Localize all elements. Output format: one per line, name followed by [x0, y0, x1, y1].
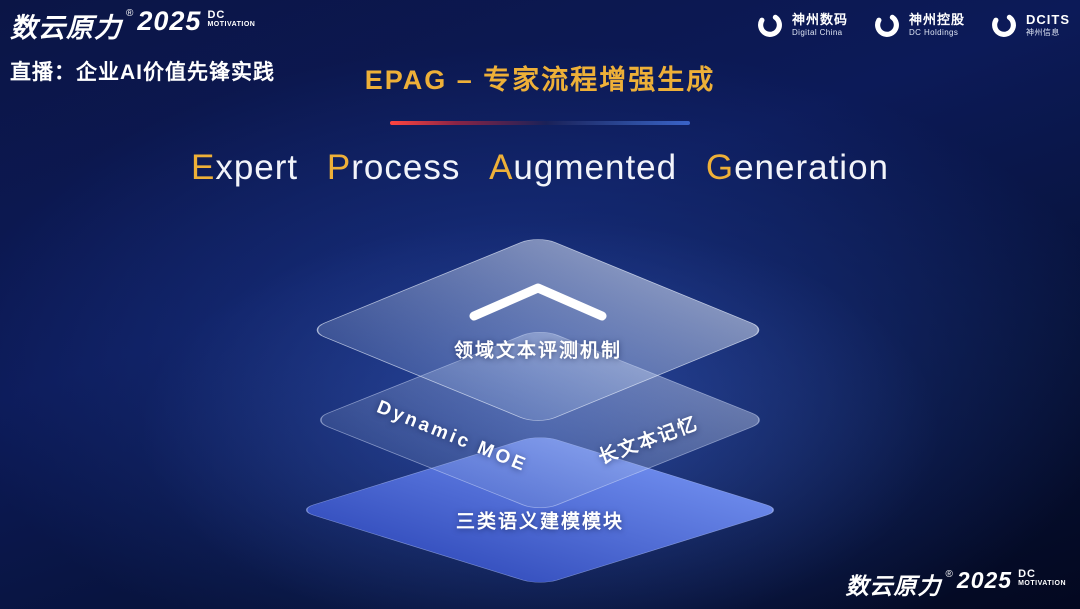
brand-sub-line1: DC	[1018, 568, 1036, 580]
brand-registered-mark: ®	[126, 8, 134, 19]
brand-logo-footer: 数云原力 ® 2025 DC MOTIVATION	[846, 567, 1066, 601]
logo-text: 神州数码 Digital China	[791, 11, 848, 37]
live-stream-label: 直播：企业AI价值先锋实践	[10, 61, 275, 84]
logo-dc-holdings: 神州控股 DC Holdings	[872, 10, 965, 40]
word-expert: Expert	[190, 148, 299, 187]
brand-logo-top: 数云原力 ® 2025 DC MOTIVATION	[10, 6, 255, 45]
logo-text: DCITS 神州信息	[1026, 11, 1070, 37]
brand-name: 数云原力	[845, 573, 942, 599]
brand-sub-line2: MOTIVATION	[207, 21, 256, 28]
brand-year: 2025	[137, 6, 202, 36]
partner-logos: 神州数码 Digital China 神州控股 DC Holdings DCIT…	[755, 10, 1070, 40]
bottom-layer	[305, 437, 775, 583]
dc-swirl-icon	[992, 13, 1016, 37]
gradient-divider	[390, 121, 690, 125]
top-layer	[316, 239, 760, 421]
brand-subtext: DC MOTIVATION	[1018, 568, 1066, 588]
subtitle-english: Expert Process Augmented Generation	[182, 148, 898, 188]
word-process: Process	[326, 148, 461, 187]
dc-swirl-icon	[875, 13, 899, 37]
brand-sub-line1: DC	[207, 9, 226, 21]
brand-registered-mark: ®	[945, 569, 953, 580]
dc-swirl-icon	[758, 13, 782, 37]
word-generation: Generation	[705, 148, 890, 187]
brand-name: 数云原力	[10, 13, 122, 43]
brand-year: 2025	[956, 567, 1013, 593]
brand-subtext: DC MOTIVATION	[207, 9, 256, 29]
word-augmented: Augmented	[489, 148, 678, 187]
logo-dcits: DCITS 神州信息	[989, 10, 1070, 40]
top-layer-label: 领域文本评测机制	[453, 340, 623, 362]
bottom-layer-label: 三类语义建模模块	[455, 511, 625, 533]
logo-digital-china: 神州数码 Digital China	[755, 10, 848, 40]
brand-sub-line2: MOTIVATION	[1018, 580, 1066, 587]
page-title: EPAG – 专家流程增强生成	[364, 65, 716, 95]
chevron-up-icon	[469, 283, 607, 321]
logo-text: 神州控股 DC Holdings	[908, 11, 965, 37]
